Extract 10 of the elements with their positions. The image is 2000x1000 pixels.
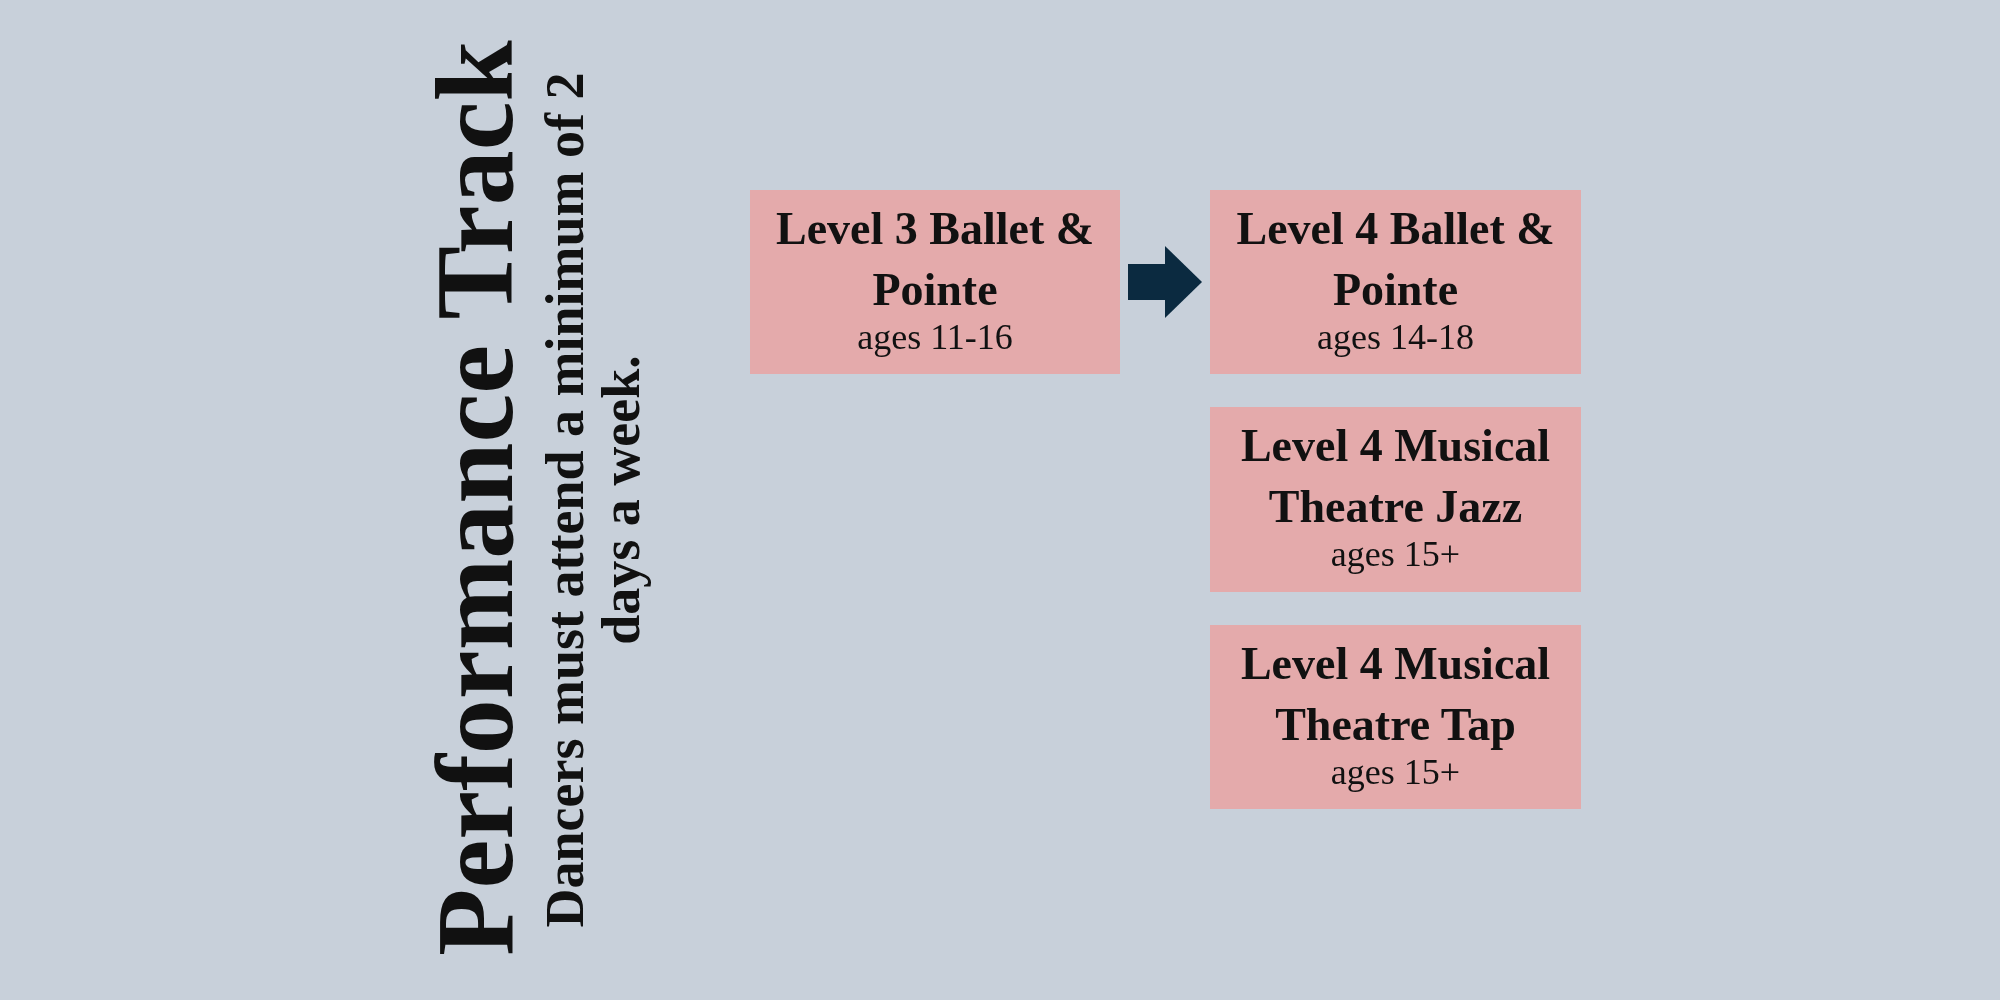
course-name: Level 4 Musical Theatre Tap: [1239, 637, 1552, 752]
course-box: [1210, 407, 1581, 592]
course-box: [1210, 625, 1581, 809]
course-name: Level 4 Musical Theatre Jazz: [1239, 419, 1552, 534]
course-name: Level 4 Ballet & Pointe: [1235, 202, 1556, 317]
course-box: [1210, 190, 1581, 374]
note-text: Dancers must attend a minimum of 2 days a week.: [537, 71, 649, 930]
course-name: Level 3 Ballet & Pointe: [774, 202, 1096, 317]
course-box: [750, 190, 1120, 374]
page-title: Performance Track: [420, 39, 530, 958]
